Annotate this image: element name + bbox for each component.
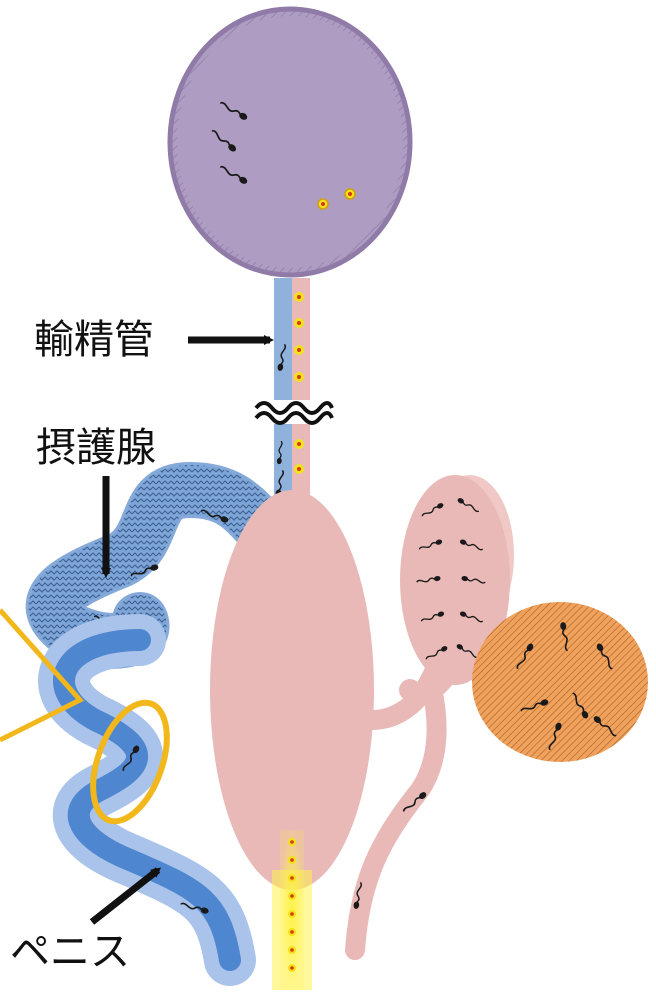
label-penis: ペニス: [10, 932, 130, 972]
orange-organ: [472, 602, 648, 762]
wavy-break-icon: [254, 400, 334, 424]
label-vas-deferens: 輸精管: [34, 320, 154, 360]
label-accessory-gland: 摂護腺: [36, 428, 156, 468]
upper-gland: [170, 9, 410, 275]
right-duct: [353, 680, 437, 950]
